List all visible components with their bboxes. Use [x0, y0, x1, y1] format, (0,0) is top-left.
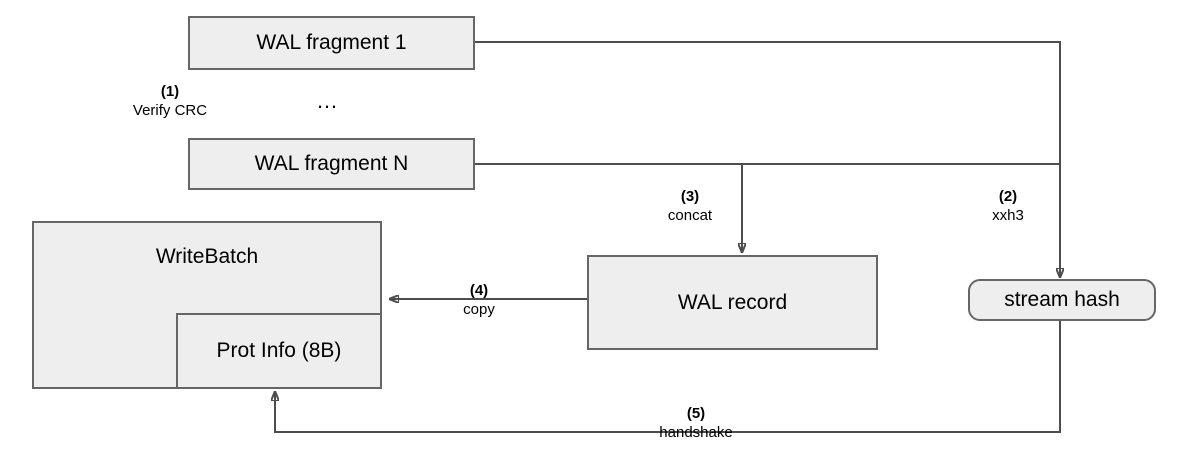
node-wal-fragment-n-label: WAL fragment N — [254, 152, 409, 176]
node-wal-record-label: WAL record — [677, 290, 788, 314]
step-label-3: (3) concat — [640, 188, 740, 226]
node-wal-fragment-1[interactable]: WAL fragment 1 — [188, 16, 475, 70]
node-prot-info[interactable]: Prot Info (8B) — [176, 313, 382, 389]
step-3-number: (3) — [680, 188, 700, 205]
node-write-batch-label: WriteBatch — [155, 245, 259, 268]
step-2-number: (2) — [998, 188, 1018, 205]
wire-fragment1-to-stream-hash — [475, 41, 1060, 277]
step-1-label: Verify CRC — [132, 101, 208, 119]
node-stream-hash-label: stream hash — [1004, 288, 1120, 312]
step-5-number: (5) — [686, 405, 706, 422]
step-label-4: (4) copy — [423, 282, 535, 320]
node-wal-record[interactable]: WAL record — [587, 255, 878, 350]
step-3-label: concat — [667, 206, 713, 224]
step-2-label: xxh3 — [992, 206, 1024, 224]
node-wal-fragment-n[interactable]: WAL fragment N — [188, 138, 475, 190]
step-4-number: (4) — [469, 282, 489, 299]
step-1-number: (1) — [160, 83, 180, 100]
node-prot-info-label: Prot Info (8B) — [216, 339, 342, 363]
step-label-5: (5) handshake — [632, 405, 760, 443]
fragments-ellipsis: … — [316, 88, 340, 113]
step-label-2: (2) xxh3 — [958, 188, 1058, 226]
step-5-label: handshake — [659, 423, 733, 441]
node-stream-hash[interactable]: stream hash — [968, 279, 1156, 321]
node-wal-fragment-1-label: WAL fragment 1 — [256, 31, 407, 55]
step-label-1: (1) Verify CRC — [110, 83, 230, 121]
step-4-label: copy — [463, 300, 495, 318]
